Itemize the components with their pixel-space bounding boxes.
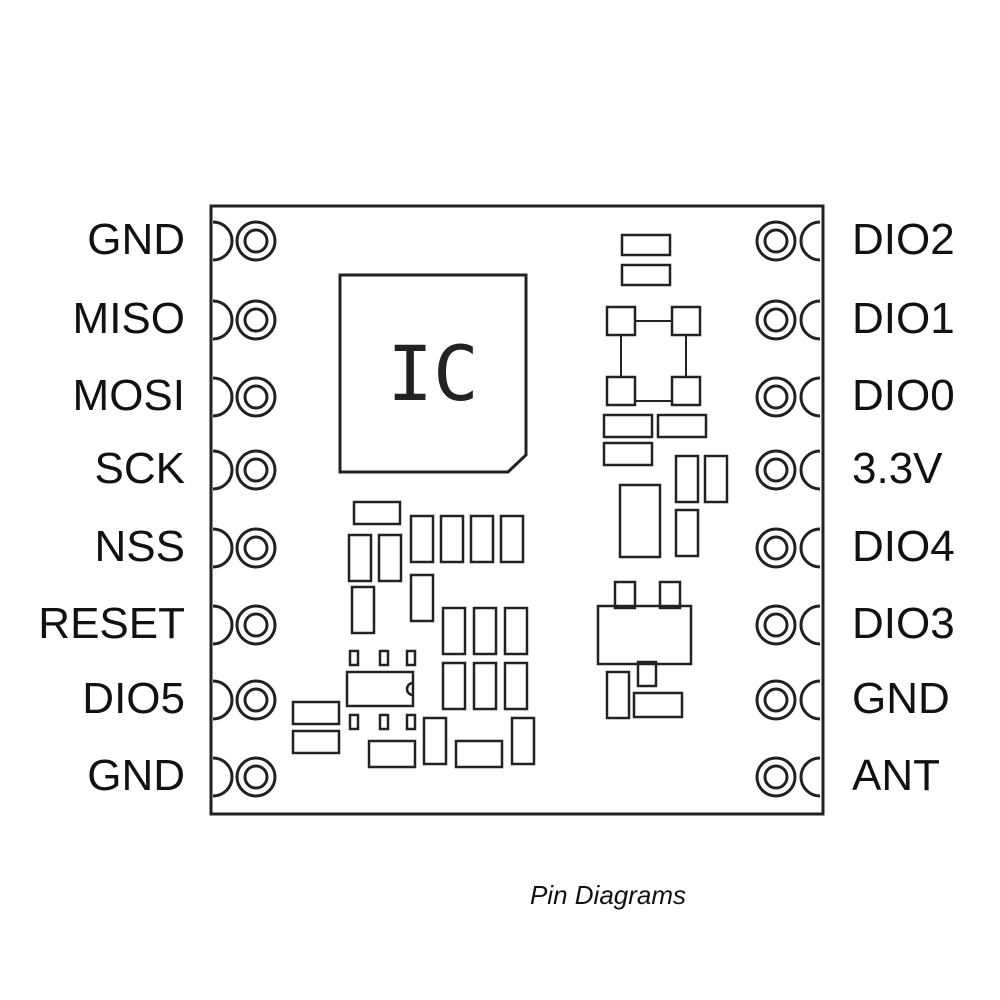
left-pin-label: DIO5 <box>82 674 185 723</box>
smd-component <box>503 661 529 711</box>
smd-component <box>596 604 693 666</box>
smd-component <box>367 739 417 769</box>
right-pin-label: DIO2 <box>852 215 955 264</box>
right-pad-7 <box>755 679 821 721</box>
smd-component <box>378 713 390 731</box>
smd-component <box>291 700 341 726</box>
smd-component <box>441 606 467 656</box>
smd-component <box>618 483 662 559</box>
left-pad-5 <box>212 527 277 569</box>
left-pin-label: SCK <box>94 444 185 493</box>
smd-component <box>620 263 672 287</box>
smd-component <box>632 691 684 719</box>
smd-component <box>670 375 702 407</box>
right-pin-label: DIO1 <box>852 294 955 343</box>
left-pad-6 <box>212 604 277 646</box>
smd-component <box>469 514 495 564</box>
smd-components <box>291 233 729 769</box>
left-pad-2 <box>212 299 277 341</box>
left-pin-label: MISO <box>72 294 185 343</box>
smd-component <box>703 454 729 504</box>
right-pad-2 <box>755 299 821 341</box>
smd-component <box>656 413 708 439</box>
right-pad-5 <box>755 527 821 569</box>
left-pad-7 <box>212 679 277 721</box>
ic-label: IC <box>387 329 479 418</box>
caption: Pin Diagrams <box>529 880 687 910</box>
left-pin-label: GND <box>87 751 185 800</box>
smd-component <box>405 713 417 731</box>
right-pad-8 <box>755 756 821 798</box>
smd-component <box>347 533 373 583</box>
smd-component <box>472 661 498 711</box>
ic-chip <box>338 273 528 474</box>
smd-component <box>345 670 415 708</box>
smd-component <box>377 533 403 583</box>
left-pin-label: RESET <box>38 599 185 648</box>
smd-component <box>510 716 536 766</box>
left-pad-1 <box>212 220 277 262</box>
smd-component <box>472 606 498 656</box>
smd-component <box>348 713 360 731</box>
right-pad-4 <box>755 449 821 491</box>
right-pin-label: DIO0 <box>852 371 955 420</box>
right-pin-label: DIO4 <box>852 522 955 571</box>
smd-component <box>422 716 448 766</box>
smd-component <box>454 739 504 769</box>
smd-component <box>348 649 360 667</box>
smd-component <box>350 585 376 635</box>
right-pad-6 <box>755 604 821 646</box>
left-pin-label: MOSI <box>72 371 185 420</box>
right-pin-label: GND <box>852 674 950 723</box>
right-pin-label: ANT <box>852 751 940 800</box>
right-pad-1 <box>755 220 821 262</box>
chip-notch <box>405 681 414 697</box>
smd-component <box>499 514 525 564</box>
smd-component <box>503 606 529 656</box>
left-pin-pads <box>212 220 277 798</box>
left-pin-label: GND <box>87 215 185 264</box>
left-pad-4 <box>212 449 277 491</box>
right-pad-3 <box>755 376 821 418</box>
smd-component <box>441 661 467 711</box>
smd-component <box>674 454 700 504</box>
smd-component <box>613 580 637 610</box>
smd-component <box>636 660 658 688</box>
smd-component <box>605 305 637 337</box>
smd-component <box>602 413 654 439</box>
smd-component <box>658 580 682 610</box>
left-pin-label: NSS <box>94 522 185 571</box>
smd-component <box>670 305 702 337</box>
smd-component <box>291 729 341 755</box>
right-pin-label: 3.3V <box>852 444 943 493</box>
smd-component <box>605 375 637 407</box>
smd-component <box>602 441 654 467</box>
module-board-outline <box>209 204 825 816</box>
smd-component <box>405 649 417 667</box>
smd-component <box>439 514 465 564</box>
right-pin-label: DIO3 <box>852 599 955 648</box>
right-pin-pads <box>755 220 821 798</box>
smd-component <box>674 508 700 558</box>
smd-component <box>409 573 435 623</box>
left-pad-3 <box>212 376 277 418</box>
smd-component <box>605 670 631 720</box>
left-pad-8 <box>212 756 277 798</box>
smd-component <box>620 233 672 257</box>
smd-component <box>409 514 435 564</box>
smd-component <box>378 649 390 667</box>
smd-component <box>352 500 402 526</box>
